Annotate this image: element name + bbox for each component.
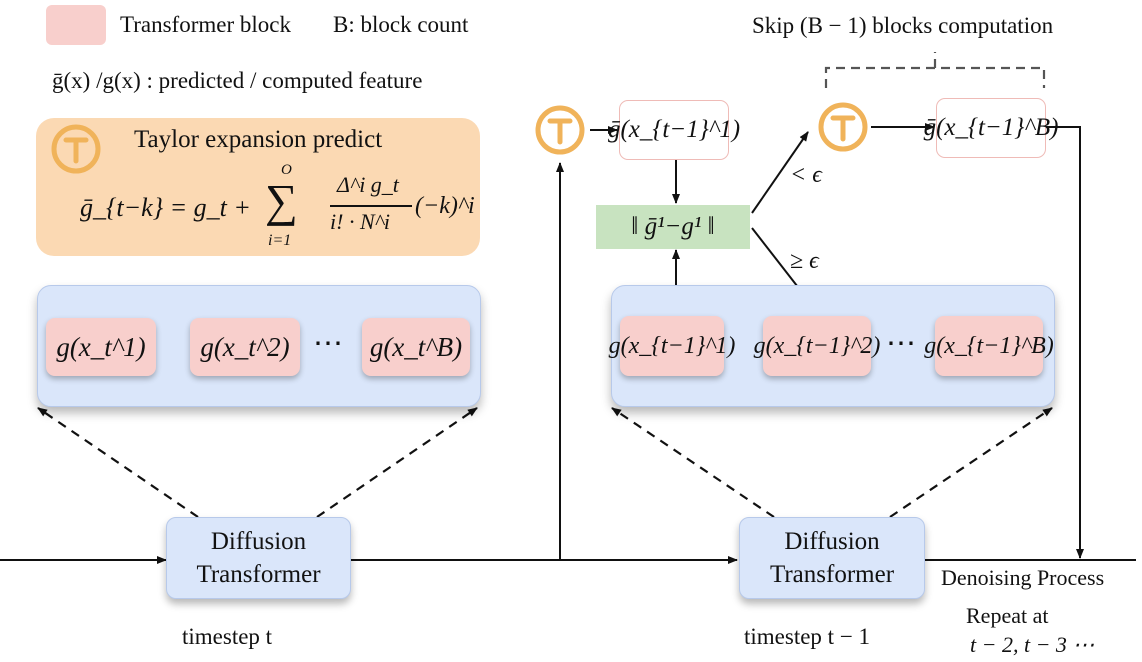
legend-block-swatch	[46, 5, 106, 45]
predB-to-timeline-arrow	[1046, 126, 1084, 559]
taylor-panel	[36, 118, 480, 256]
taylor-denominator: i! · N^i	[330, 209, 391, 234]
right-block-2: g(x_{t−1}^2)	[754, 316, 880, 376]
diffusion-transformer-right: Diffusion Transformer	[739, 517, 925, 599]
right-block-1: g(x_{t−1}^1)	[609, 316, 735, 376]
fraction-bar	[330, 205, 412, 207]
skip-brace	[824, 52, 1046, 88]
taylor-formula-lhs: ḡ_{t−k} = g_t +	[80, 193, 251, 222]
dash-right-b	[889, 407, 1053, 518]
taylor-title: Taylor expansion predict	[134, 126, 383, 153]
dt-line2: Transformer	[769, 561, 895, 588]
taylor-icon	[51, 124, 101, 174]
dt-line1: Diffusion	[784, 528, 880, 555]
right-block-B: g(x_{t−1}^B)	[924, 316, 1054, 376]
predicted-block-1: ḡ(x_{t−1}^1)	[608, 100, 740, 160]
taylor-sum-bottom: i=1	[268, 232, 292, 249]
timestep-right-label: timestep t − 1	[744, 624, 871, 649]
left-block-2: g(x_t^2)	[190, 318, 300, 376]
repeat-line1: Repeat at	[966, 603, 1049, 628]
dash-right-a	[611, 407, 775, 518]
branch-less-label: < ϵ	[790, 162, 822, 188]
sum-symbol: ∑	[265, 175, 298, 226]
skip-label: Skip (B − 1) blocks computation	[752, 13, 1054, 38]
less-eps-arrow	[751, 131, 809, 214]
taylor-sum-top: O	[281, 162, 292, 178]
taylor-tail: (−k)^i	[415, 193, 475, 219]
diffusion-transformer-left: Diffusion Transformer	[166, 517, 351, 599]
repeat-line2: t − 2, t − 3 ⋯	[970, 632, 1095, 657]
legend-feature-label: ḡ(x) /g(x) : predicted / computed featur…	[52, 68, 423, 93]
dash-left-b	[316, 407, 478, 518]
taylor-icon	[535, 105, 585, 155]
legend-count-label: B: block count	[333, 12, 469, 37]
dt-line2: Transformer	[196, 561, 321, 588]
predicted-block-B: ḡ(x_{t−1}^B)	[924, 98, 1058, 158]
branch-geq-label: ≥ ϵ	[790, 248, 819, 274]
left-block-1: g(x_t^1)	[46, 318, 156, 376]
norm-box: ‖ ḡ¹−g¹ ‖	[596, 205, 750, 249]
taylor-icon	[818, 102, 868, 152]
left-ellipsis: ⋯	[313, 327, 343, 360]
legend-block-label: Transformer block	[120, 12, 291, 37]
right-ellipsis: ⋯	[886, 327, 916, 360]
taylor-numerator: Δ^i g_t	[337, 172, 399, 197]
timestep-left-label: timestep t	[182, 624, 273, 649]
denoising-label: Denoising Process	[941, 565, 1105, 590]
dt-line1: Diffusion	[210, 528, 307, 555]
left-block-B: g(x_t^B)	[362, 318, 470, 376]
dash-left-a	[37, 407, 199, 518]
